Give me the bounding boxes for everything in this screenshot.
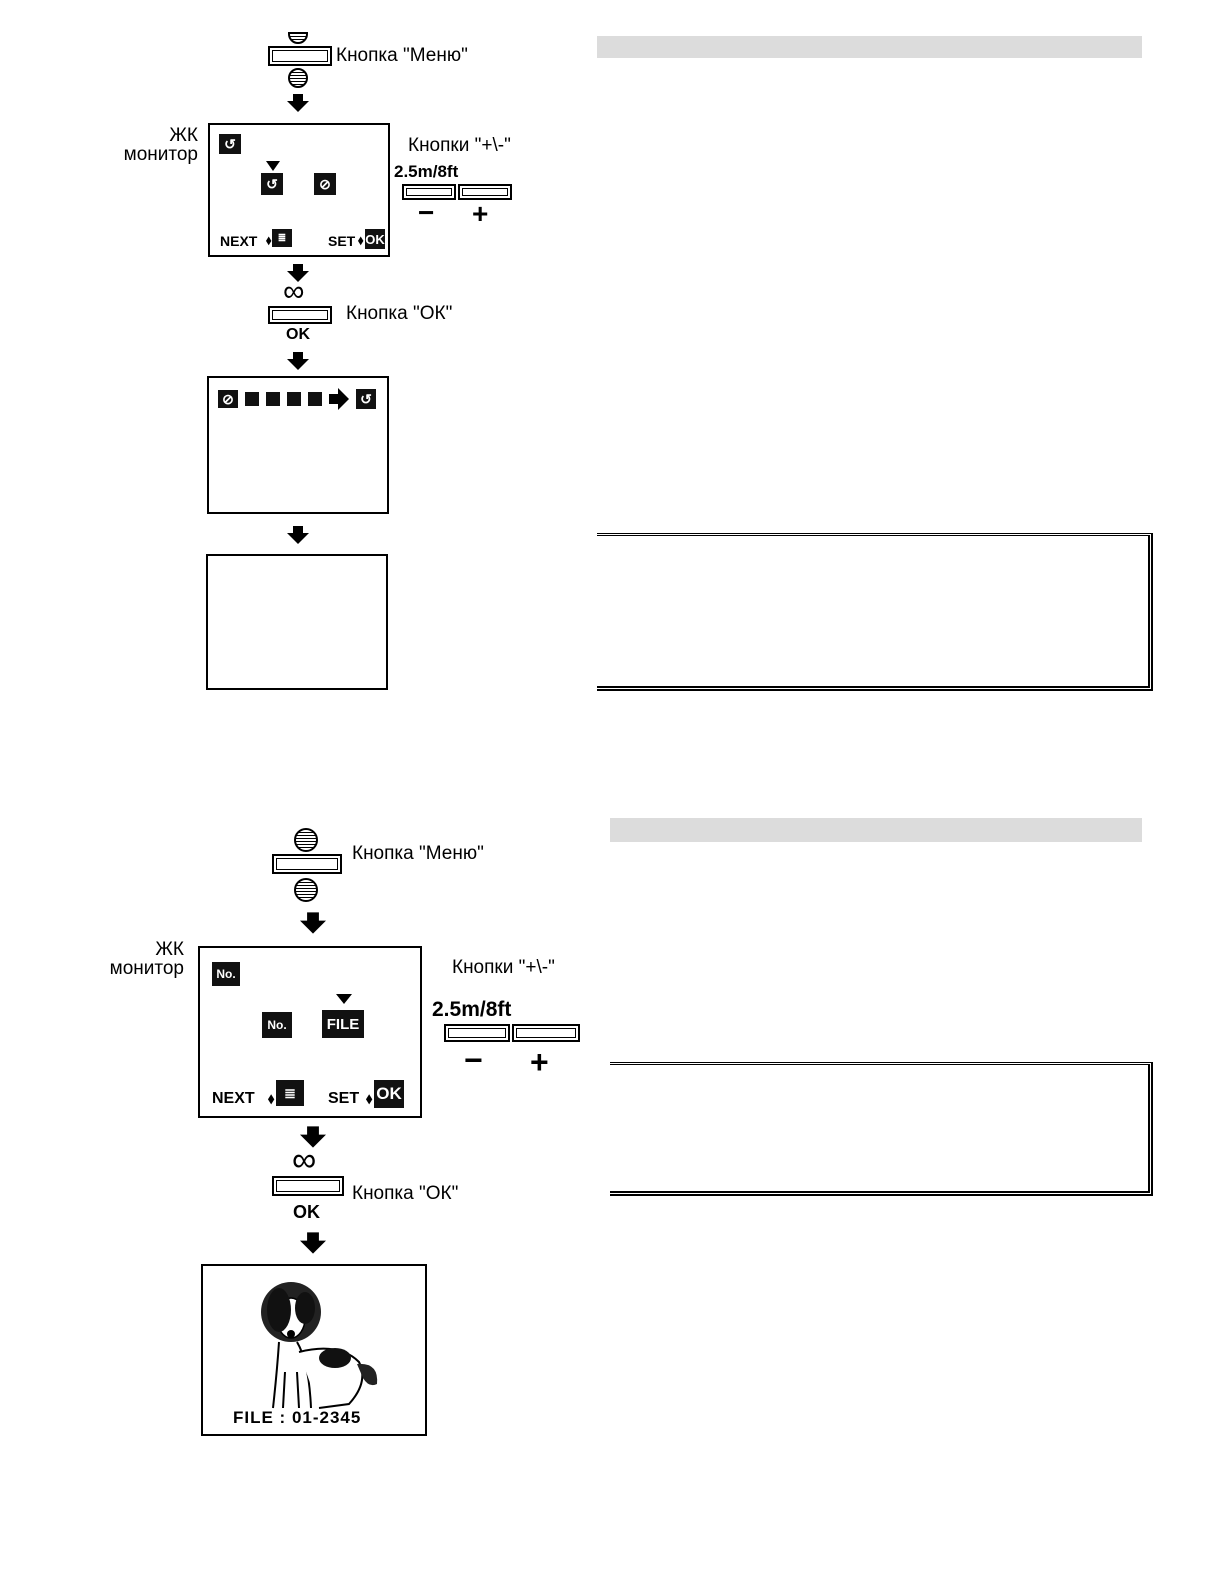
infinity-icon: ∞	[292, 1141, 317, 1179]
progress-block	[266, 392, 280, 406]
dog-illustration	[261, 1282, 378, 1409]
menu-list-icon: ≣	[272, 229, 292, 247]
minus-button[interactable]	[402, 184, 456, 200]
progress-block	[287, 392, 301, 406]
ok-button[interactable]	[272, 1176, 344, 1196]
arrow-down-icon	[287, 352, 309, 370]
arrow-down-icon	[287, 94, 309, 112]
ok-icon: OK	[365, 229, 385, 249]
next-arrow-icon: ⬧	[268, 1090, 275, 1106]
set-arrow-icon: ⬧	[366, 1090, 373, 1106]
arrow-down-icon	[300, 1232, 326, 1254]
set-label: SET	[328, 1090, 360, 1107]
plus-sign: +	[472, 198, 489, 229]
arrow-down-icon	[287, 264, 309, 282]
arrow-down-icon	[300, 1126, 326, 1148]
menu-icon	[294, 828, 318, 852]
menu-icon	[288, 32, 308, 44]
plus-minus-label: Кнопки "+\-"	[452, 957, 555, 978]
menu-button[interactable]	[272, 854, 342, 874]
file-option-icon: FILE	[322, 1010, 364, 1038]
menu-icon	[288, 68, 308, 88]
selector-triangle-icon	[266, 161, 280, 171]
plus-sign: +	[530, 1044, 549, 1080]
mode-icon: ↺	[356, 389, 376, 409]
selector-triangle-icon	[336, 994, 352, 1004]
note-frame	[597, 533, 1153, 691]
menu-button-label: Кнопка "Меню"	[352, 843, 484, 864]
file-number-text: FILE : 01-2345	[233, 1408, 362, 1427]
ok-icon: OK	[374, 1080, 404, 1108]
set-arrow-icon: ⬧	[358, 233, 364, 247]
mode-icon: ↺	[219, 134, 241, 154]
plus-minus-label: Кнопки "+\-"	[408, 135, 511, 156]
lcd-screen-image: FILE : 01-2345	[201, 1264, 427, 1436]
progress-block	[308, 392, 322, 406]
next-arrow-icon: ⬧	[266, 233, 272, 247]
note-frame	[610, 1062, 1153, 1196]
plus-button[interactable]	[458, 184, 512, 200]
infinity-icon: ∞	[283, 275, 305, 308]
mode-off-icon: ⊘	[314, 173, 336, 195]
mode-off-icon: ⊘	[218, 390, 238, 408]
progress-block	[245, 392, 259, 406]
ok-caption: OK	[293, 1202, 320, 1222]
ok-button-label: Кнопка "ОК"	[352, 1183, 459, 1204]
lcd-screen-blank	[206, 554, 388, 690]
ok-caption: OK	[286, 326, 310, 343]
next-label: NEXT	[220, 233, 258, 249]
minus-sign: −	[464, 1042, 483, 1078]
set-label: SET	[328, 233, 356, 249]
file-number-icon: No.	[212, 962, 240, 986]
ok-button-label: Кнопка "ОК"	[346, 303, 453, 324]
menu-button[interactable]	[268, 46, 332, 66]
plus-button[interactable]	[512, 1024, 580, 1042]
distance-value: 2.5m/8ft	[394, 162, 459, 181]
mode-option-icon: ↺	[261, 173, 283, 195]
menu-button-label: Кнопка "Меню"	[336, 45, 468, 66]
lcd-screen-progress: ⊘ ↺	[207, 376, 389, 514]
distance-value: 2.5m/8ft	[432, 998, 512, 1021]
lcd-label: ЖК монитор	[109, 939, 184, 979]
next-label: NEXT	[212, 1090, 255, 1107]
arrow-right-icon	[329, 388, 349, 410]
minus-sign: −	[418, 197, 435, 228]
section-header-bar	[610, 818, 1142, 842]
lcd-label: ЖК монитор	[123, 125, 198, 165]
menu-list-icon: ≣	[276, 1080, 304, 1106]
lcd-screen-mode-select: ↺ ↺ ⊘ NEXT ⬧ ≣ SET ⬧ OK	[208, 123, 390, 257]
arrow-down-icon	[300, 912, 326, 934]
menu-icon	[294, 878, 318, 902]
minus-button[interactable]	[444, 1024, 510, 1042]
arrow-down-icon	[287, 526, 309, 544]
ok-button[interactable]	[268, 306, 332, 324]
section-header-bar	[597, 36, 1142, 58]
number-option-icon: No.	[262, 1012, 292, 1038]
lcd-screen-file-select: No. No. FILE NEXT ⬧ ≣ SET ⬧ OK	[198, 946, 422, 1118]
